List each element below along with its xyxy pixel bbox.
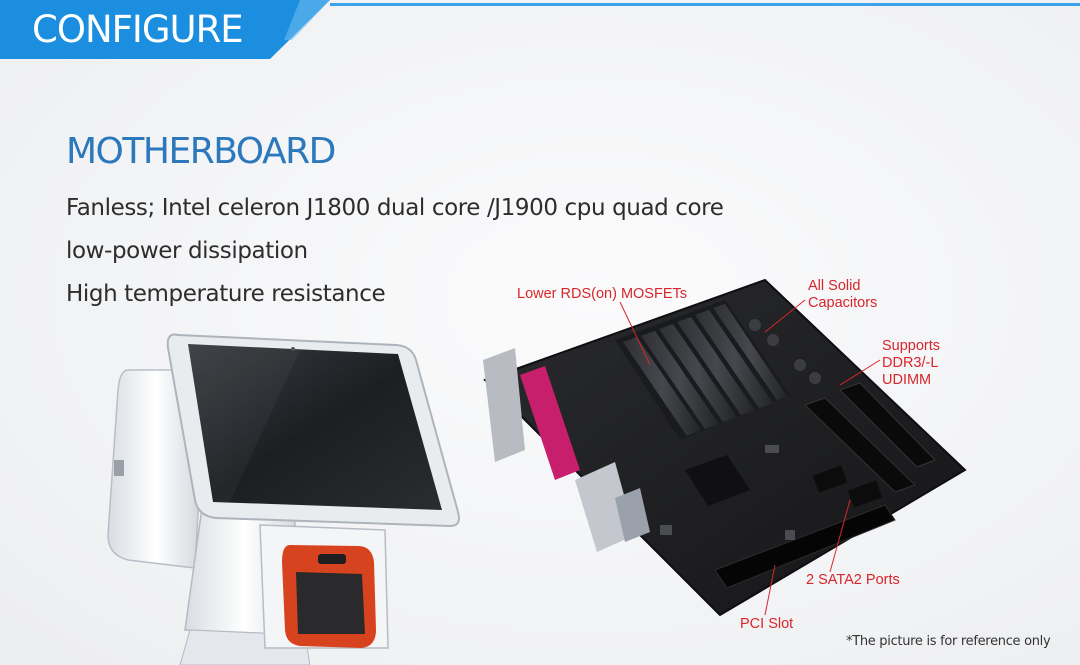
callout-ddr-line1: Supports	[882, 338, 941, 354]
header-rule	[330, 3, 1080, 6]
feature-line-temperature: High temperature resistance	[66, 281, 386, 307]
header-banner	[0, 0, 330, 59]
pos-terminal-image	[107, 333, 460, 665]
callout-sata: 2 SATA2 Ports	[806, 572, 900, 588]
header-title: CONFIGURE	[32, 8, 244, 51]
footnote: *The picture is for reference only	[846, 634, 1051, 649]
callout-ddr-line3: UDIMM	[882, 372, 932, 388]
callout-capacitors: All Solid Capacitors	[808, 278, 877, 312]
callout-mosfets: Lower RDS(on) MOSFETs	[517, 286, 688, 302]
section-title: MOTHERBOARD	[66, 131, 336, 172]
callout-pci: PCI Slot	[740, 616, 794, 632]
callout-ddr-line2: DDR3/-L	[882, 355, 939, 371]
callout-capacitors-line1: All Solid	[808, 278, 861, 294]
callout-ddr: Supports DDR3/-L UDIMM	[882, 338, 940, 389]
heatsink	[615, 300, 790, 440]
feature-line-power: low-power dissipation	[66, 238, 308, 264]
motherboard-image	[483, 278, 967, 617]
feature-line-cpu: Fanless; Intel celeron J1800 dual core /…	[66, 195, 724, 221]
callout-capacitors-line2: Capacitors	[808, 295, 878, 311]
